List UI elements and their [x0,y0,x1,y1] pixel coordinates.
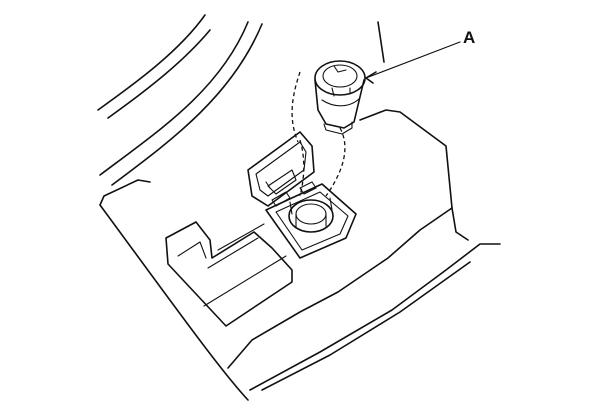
callout-a-leader [365,41,461,79]
storage-tray [165,221,293,327]
callout-a-arrowhead [365,71,377,84]
callout-label-a: A [463,28,476,47]
installation-guide-lines [291,71,346,197]
dashboard-trim [97,14,385,186]
accessory-socket-assembly [247,131,357,259]
socket-cap-part-a [314,60,366,135]
center-console [99,109,501,401]
